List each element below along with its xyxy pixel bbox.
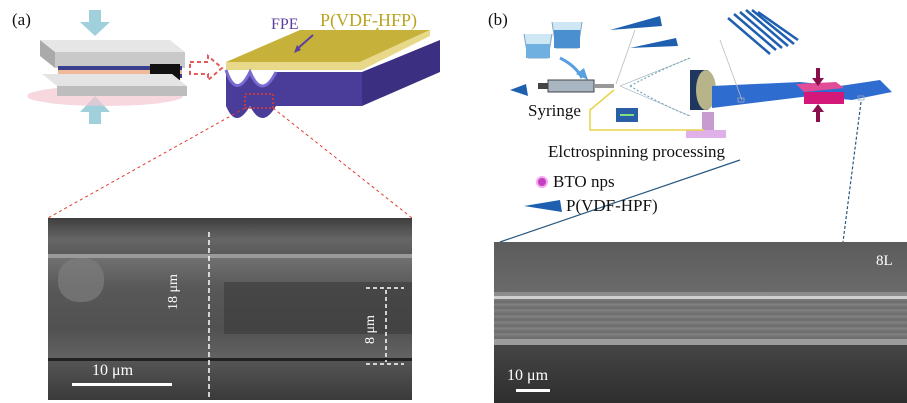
spray-cone-icon <box>619 57 691 117</box>
panel-a-schematic <box>27 10 440 219</box>
scale-label-a: 10 μm <box>92 362 134 379</box>
transfer-arrow-icon <box>189 53 224 83</box>
panel-b-schematic <box>499 9 892 243</box>
hot-press-icon <box>27 40 187 106</box>
panel-b-label: (b) <box>488 10 508 29</box>
press-arrow-top-icon <box>80 10 110 36</box>
legend-pvdf-label: P(VDF-HPF) <box>566 196 658 215</box>
zoom-region-box <box>244 93 274 109</box>
press-icon <box>796 68 844 122</box>
beaker-icon <box>523 21 583 59</box>
total-thickness-label: 18 μm <box>166 274 181 310</box>
layer-thickness-label: 8 μm <box>363 315 378 344</box>
laminated-film-icon <box>224 30 440 118</box>
panel-a-label: (a) <box>12 10 31 29</box>
pvdf-hfp-label: P(VDF-HFP) <box>320 10 418 30</box>
aligned-fiber-icon <box>727 9 799 55</box>
scale-bar-b <box>516 389 550 392</box>
layer-count-label: 8L <box>876 253 893 269</box>
sem-a-overlay <box>72 232 404 398</box>
process-label: Elctrospinning processing <box>548 142 726 161</box>
scale-bar-a <box>72 383 172 386</box>
pvdf-hpf-fiber-icon <box>524 200 562 212</box>
collector-drum-icon <box>686 70 726 138</box>
fiber-strip <box>712 80 892 108</box>
fiber-cone-icon <box>610 16 678 48</box>
syringe-icon <box>510 79 614 96</box>
scale-label-b: 10 μm <box>507 367 549 384</box>
bto-nps-icon <box>536 176 548 188</box>
sem-image-b <box>494 242 907 403</box>
sem-image-a <box>48 218 412 400</box>
syringe-label: Syringe <box>528 101 581 120</box>
fpe-label: FPE <box>271 16 299 33</box>
legend-bto-label: BTO nps <box>553 172 615 191</box>
